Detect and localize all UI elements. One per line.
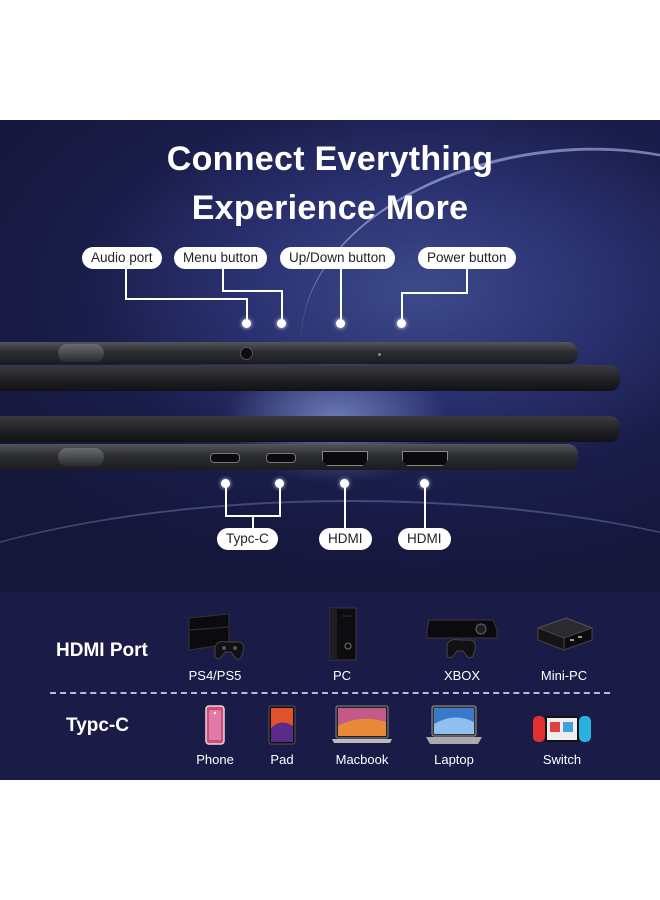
device-xbox: XBOX [412, 610, 512, 683]
leader-line [279, 484, 281, 516]
device-mini-pc: Mini-PC [514, 610, 614, 683]
typec-port [210, 453, 240, 463]
monitor-screen-edge [0, 365, 620, 391]
monitor-screen-edge-lower [0, 416, 620, 442]
callout-typec: Typc-C [217, 528, 278, 550]
device-label: XBOX [443, 668, 481, 683]
callout-hdmi-1: HDMI [319, 528, 372, 550]
row-separator [50, 692, 610, 694]
device-label: Phone [196, 752, 234, 767]
leader-line [466, 269, 468, 293]
callout-hdmi-2: HDMI [398, 528, 451, 550]
updown-button-dot [336, 319, 345, 328]
phone-icon [205, 705, 225, 745]
device-label: PS4/PS5 [188, 668, 242, 683]
headline-line1: Connect Everything [166, 140, 494, 178]
device-label: Macbook [335, 752, 389, 767]
tablet-icon [268, 705, 296, 745]
leader-line [344, 484, 346, 528]
device-laptop: Laptop [404, 704, 504, 767]
hero-banner: Connect Everything Experience More Audio… [0, 120, 660, 592]
device-label: Pad [270, 752, 294, 767]
laptop-icon [426, 705, 482, 744]
device-pad: Pad [232, 704, 332, 767]
hdmi-dot [420, 479, 429, 488]
leader-line [125, 298, 247, 300]
light-arc-lower [0, 500, 660, 592]
device-switch: Switch [512, 704, 612, 767]
hinge-pill [58, 448, 104, 466]
typec-dot [275, 479, 284, 488]
callout-audio-port: Audio port [82, 247, 162, 269]
callout-power-button: Power button [418, 247, 516, 269]
leader-line [401, 292, 468, 294]
hdmi-port [322, 451, 368, 466]
switch-icon [533, 716, 591, 742]
leader-line [401, 292, 403, 322]
audio-port-dot [242, 319, 251, 328]
device-ps: PS4/PS5 [165, 610, 265, 683]
indicator-light [378, 353, 381, 356]
leader-line [222, 269, 224, 291]
macbook-icon [332, 705, 392, 743]
compatibility-strip: HDMI Port PS4/PS5 PC [0, 592, 660, 780]
hdmi-port [402, 451, 448, 466]
typec-port [266, 453, 296, 463]
hdmi-dot [340, 479, 349, 488]
leader-line [125, 269, 127, 299]
device-phone: Phone [165, 704, 265, 767]
typec-dot [221, 479, 230, 488]
monitor-top-edge [0, 342, 578, 364]
leader-line [246, 298, 248, 322]
mini-pc-icon [536, 617, 594, 651]
leader-line [252, 515, 254, 528]
device-label: Switch [542, 752, 582, 767]
hdmi-row-label: HDMI Port [56, 640, 148, 661]
leader-line [340, 269, 342, 322]
game-console-icon [188, 613, 244, 660]
leader-line [222, 290, 282, 292]
callout-updown-button: Up/Down button [280, 247, 395, 269]
xbox-icon [426, 619, 498, 659]
leader-line [424, 484, 426, 528]
menu-button-dot [277, 319, 286, 328]
headline-line2: Experience More [191, 189, 469, 227]
typec-row-label: Typc-C [66, 715, 129, 736]
pc-tower-icon [329, 607, 357, 661]
power-button-dot [397, 319, 406, 328]
device-label: PC [332, 668, 352, 683]
audio-jack [240, 347, 253, 360]
device-pc: PC [292, 606, 392, 683]
callout-menu-button: Menu button [174, 247, 268, 269]
device-label: Laptop [434, 752, 474, 767]
device-macbook: Macbook [312, 704, 412, 767]
hinge-pill [58, 344, 104, 362]
leader-line [225, 484, 227, 516]
leader-line [281, 290, 283, 322]
device-label: Mini-PC [540, 668, 588, 683]
